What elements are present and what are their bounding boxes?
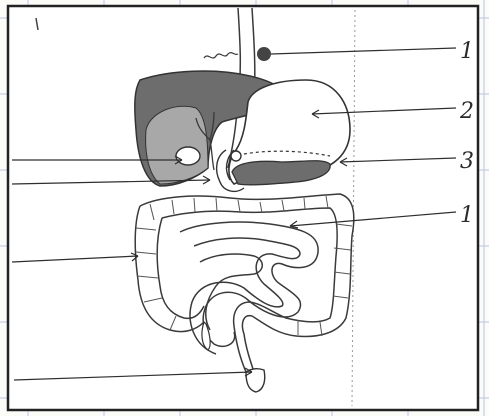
liver-right-lobe	[146, 106, 208, 184]
gallbladder	[176, 147, 200, 165]
paper-sheet	[8, 6, 478, 410]
label-2: 2	[459, 99, 474, 124]
label-1: 1	[460, 39, 474, 64]
label-3: 3	[460, 149, 474, 174]
label-4: 1	[460, 203, 474, 228]
label-1-point	[257, 47, 271, 61]
